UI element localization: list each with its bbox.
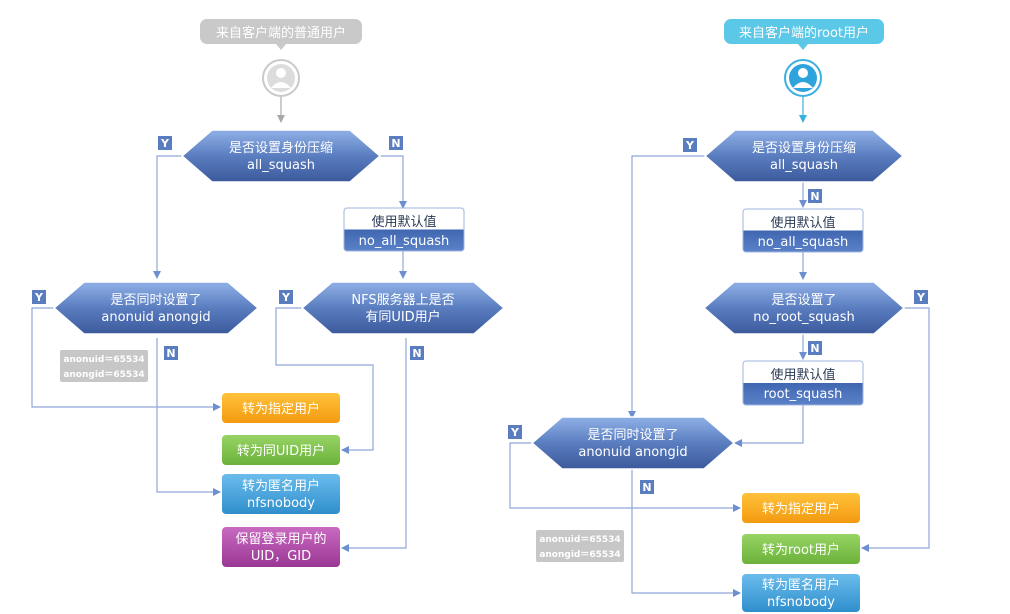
no-badge: N [389,136,403,150]
edge-default2-to-d3-right [734,405,804,447]
d2-left-line1: 是否同时设置了 [110,293,201,308]
result-anonymous-user-right: 转为匿名用户 nfsnobody [742,574,860,612]
default1-right-line1: 使用默认值 [770,215,835,231]
result-specified-user-left: 转为指定用户 [222,393,340,423]
svg-text:Y: Y [281,291,291,304]
decision-all-squash-right: 是否设置身份压缩 all_squash [703,129,905,183]
default2-right-line1: 使用默认值 [770,367,835,383]
anon-note-right: anonuid＝65534 anongid＝65534 [536,530,624,562]
d3-right-line1: 是否同时设置了 [587,428,678,443]
edge-d2-yes-left [31,307,221,411]
left-flow [31,96,407,552]
no-badge: N [808,341,822,355]
svg-text:转为匿名用户: 转为匿名用户 [762,577,840,593]
yes-badge: Y [279,290,293,304]
root-user-avatar-icon [784,59,822,97]
edge-d3-yes-right [509,442,741,512]
default-no-all-squash-left: 使用默认值 no_all_squash [343,207,465,252]
no-badge: N [640,480,654,494]
d3-left-line2: 有同UID用户 [365,309,440,325]
result-same-uid-user: 转为同UID用户 [222,435,340,465]
result-keep-uid-gid: 保留登录用户的 UID，GID [222,527,340,567]
d1-left-line1: 是否设置身份压缩 [229,140,333,156]
result-anonymous-user-left: 转为匿名用户 nfsnobody [222,474,340,514]
d3-left-line1: NFS服务器上是否 [351,292,454,308]
edge-d3-no-right [631,469,741,597]
default1-left-line1: 使用默认值 [371,214,436,230]
svg-text:Y: Y [685,139,695,152]
svg-text:转为指定用户: 转为指定用户 [762,501,840,517]
result-root-user: 转为root用户 [742,534,860,564]
d1-left-line2: all_squash [247,158,315,173]
svg-text:Y: Y [34,291,44,304]
d2-left-line2: anonuid anongid [101,310,210,325]
d1-right-line1: 是否设置身份压缩 [752,140,856,156]
svg-text:N: N [412,347,421,360]
yes-badge: Y [683,138,697,152]
edge-d1-yes-left [153,155,182,279]
edge-d2-no-left [156,338,221,496]
svg-text:N: N [391,137,400,150]
svg-text:N: N [810,342,819,355]
d2-right-line2: no_root_squash [753,310,855,325]
svg-text:转为匿名用户: 转为匿名用户 [242,478,320,494]
anon-note-right-line2: anongid＝65534 [539,550,620,560]
anon-note-left-line2: anongid＝65534 [63,370,144,380]
svg-text:N: N [642,481,651,494]
default-root-squash: 使用默认值 root_squash [742,360,864,406]
svg-text:Y: Y [510,426,520,439]
start-label-left: 来自客户端的普通用户 [216,25,346,41]
yes-badge: Y [158,136,172,150]
no-badge: N [808,189,822,203]
d3-right-line2: anonuid anongid [578,445,687,460]
default1-right-line2: no_all_squash [758,235,849,250]
svg-text:nfsnobody: nfsnobody [247,496,315,511]
result-specified-user-right: 转为指定用户 [742,493,860,523]
decision-all-squash-left: 是否设置身份压缩 all_squash [180,129,382,183]
anon-note-left-line1: anonuid＝65534 [63,355,144,365]
anon-note-right-line1: anonuid＝65534 [539,535,620,545]
svg-text:UID，GID: UID，GID [251,549,311,564]
no-badge: N [164,346,178,360]
svg-text:转为同UID用户: 转为同UID用户 [237,443,325,459]
no-badge: N [410,346,424,360]
right-flow [509,96,930,597]
start-label-right: 来自客户端的root用户 [739,25,869,41]
svg-text:N: N [166,347,175,360]
edge-d3-no-left [341,338,407,552]
anon-note-left: anonuid＝65534 anongid＝65534 [60,350,148,382]
yes-badge: Y [914,290,928,304]
start-badge-right: 来自客户端的root用户 [724,19,884,50]
svg-text:N: N [810,190,819,203]
edge-d1-no-left [380,155,407,209]
edge-d2-yes-right [861,307,930,552]
decision-no-root-squash: 是否设置了 no_root_squash [702,281,906,335]
svg-text:转为指定用户: 转为指定用户 [242,401,320,417]
default2-right-line2: root_squash [764,387,843,402]
default1-left-line2: no_all_squash [359,234,450,249]
svg-text:nfsnobody: nfsnobody [767,595,835,610]
yes-badge: Y [32,290,46,304]
edge-d1-yes-right [628,155,705,419]
yes-badge: Y [508,425,522,439]
svg-text:Y: Y [160,137,170,150]
decision-anon-left: 是否同时设置了 anonuid anongid [52,281,260,335]
edge-d3-yes-left [275,307,374,454]
start-badge-left: 来自客户端的普通用户 [200,19,362,50]
svg-text:保留登录用户的: 保留登录用户的 [235,531,326,547]
d2-right-line1: 是否设置了 [771,293,836,308]
decision-same-uid: NFS服务器上是否 有同UID用户 [300,281,506,335]
svg-text:转为root用户: 转为root用户 [762,542,840,558]
user-avatar-icon [262,59,300,97]
svg-text:Y: Y [916,291,926,304]
default-no-all-squash-right: 使用默认值 no_all_squash [742,208,864,253]
decision-anon-right: 是否同时设置了 anonuid anongid [530,416,736,470]
d1-right-line2: all_squash [770,158,838,173]
